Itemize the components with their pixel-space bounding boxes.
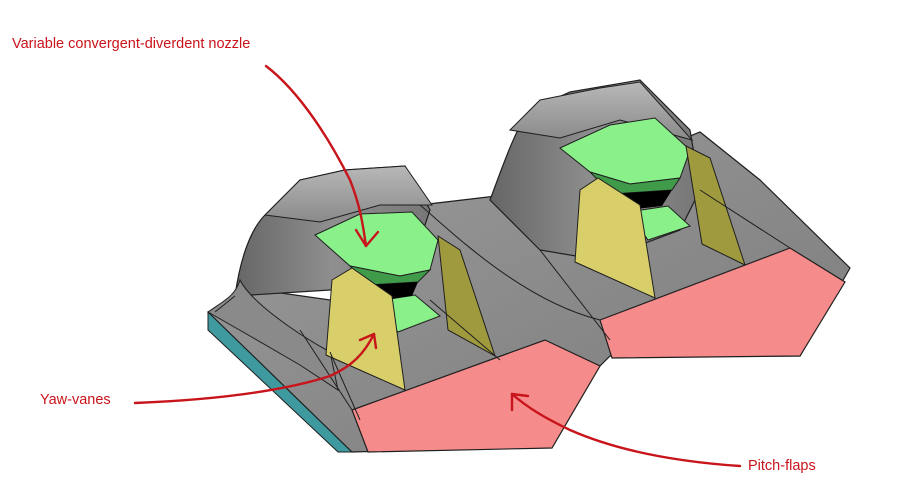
pitch-arrow [510, 392, 742, 468]
left-yaw-vane-front [325, 267, 406, 391]
annotation-arrows [133, 64, 742, 468]
pitch-flaps-label: Pitch-flaps [748, 458, 816, 474]
left-engine-top [263, 165, 433, 223]
left-pitch-flap [351, 339, 601, 453]
right-pitch-flap [599, 247, 846, 359]
nozzle-label: Variable convergent-diverdent nozzle [12, 36, 251, 52]
yaw-vanes-label: Yaw-vanes [40, 392, 111, 408]
nozzle-arrow [264, 64, 368, 248]
yaw-arrow [133, 332, 376, 405]
right-yaw-vane-front [574, 177, 656, 299]
panel-lines [214, 189, 791, 421]
